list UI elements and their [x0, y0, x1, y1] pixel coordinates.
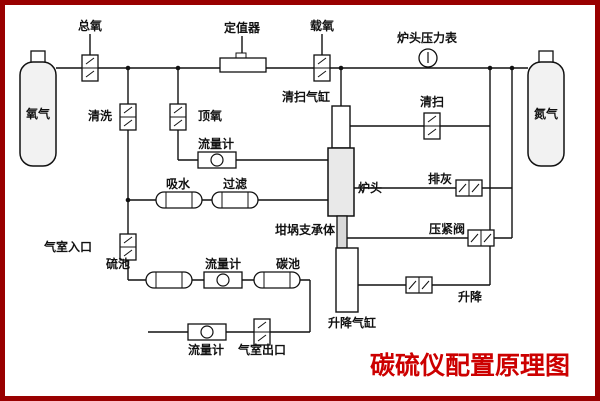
label-purge: 清洗 [88, 108, 112, 123]
ash-discharge-valve [455, 179, 483, 197]
lift-cylinder-body [335, 247, 359, 313]
label-total-oxygen: 总氧 [78, 18, 102, 33]
pipe-junction-dots [125, 65, 515, 203]
furnace-head-body [327, 147, 355, 217]
furnace-pressure-gauge [418, 48, 438, 68]
chamber-outlet-valve [253, 318, 271, 346]
label-lift: 升降 [458, 289, 483, 304]
sulfur-cell-cartridge [145, 271, 193, 289]
label-top-oxygen: 顶氧 [198, 108, 222, 123]
label-regulator: 定值器 [224, 20, 261, 35]
carrier-oxygen-valve [313, 54, 331, 82]
label-lift-cylinder: 升降气缸 [328, 315, 376, 330]
label-carrier-oxygen: 载氧 [310, 18, 334, 33]
label-furnace-head: 炉头 [358, 180, 382, 195]
lift-valve [405, 276, 433, 294]
diagram-title: 碳硫仪配置原理图 [370, 351, 570, 380]
flow-meter-top [197, 151, 237, 169]
label-water-absorber: 吸水 [166, 176, 191, 191]
regulator-box [219, 52, 267, 73]
press-valve [467, 229, 495, 247]
label-press-valve: 压紧阀 [429, 221, 465, 236]
label-flow-meter-bottom: 流量计 [188, 342, 224, 357]
label-sweep-cylinder: 清扫气缸 [282, 89, 330, 104]
label-chamber-outlet: 气室出口 [237, 342, 286, 357]
top-oxygen-valve [169, 103, 187, 131]
label-sweep: 清扫 [420, 94, 444, 109]
label-sulfur-cell: 硫池 [106, 256, 130, 271]
oxygen-cylinder [19, 50, 57, 167]
flow-meter-middle [203, 271, 243, 289]
carbon-cell-cartridge [253, 271, 301, 289]
label-flow-meter-top: 流量计 [198, 136, 234, 151]
crucible-support-rod [336, 215, 348, 249]
nitrogen-cylinder [527, 50, 565, 167]
label-chamber-inlet: 气室入口 [43, 239, 92, 254]
water-absorber-cartridge [155, 191, 203, 209]
label-ash-discharge: 排灰 [428, 171, 452, 186]
label-carbon-cell: 碳池 [276, 256, 300, 271]
sweep-valve [423, 112, 441, 140]
label-flow-meter-middle: 流量计 [205, 256, 241, 271]
label-pressure-gauge: 炉头压力表 [397, 30, 458, 45]
label-filter: 过滤 [223, 176, 247, 191]
filter-cartridge [211, 191, 259, 209]
total-oxygen-valve [81, 54, 99, 82]
label-crucible-support: 坩埚支承体 [275, 222, 336, 237]
purge-valve [119, 103, 137, 131]
label-oxygen-cylinder: 氧气 [25, 106, 50, 121]
label-nitrogen-cylinder: 氮气 [534, 106, 558, 121]
flow-meter-bottom [187, 323, 227, 341]
sweep-cylinder-body [331, 105, 351, 149]
